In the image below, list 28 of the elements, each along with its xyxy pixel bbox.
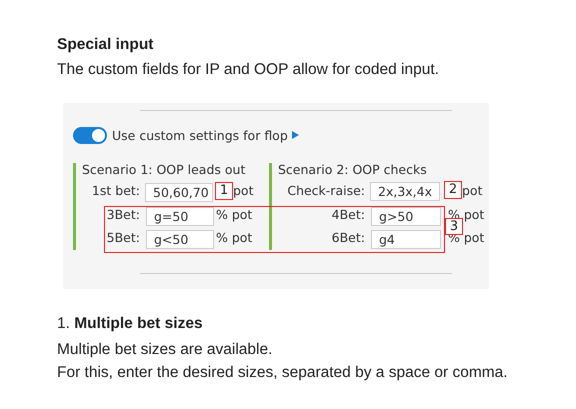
unit-text: pot xyxy=(233,184,254,198)
field-label: 5Bet: xyxy=(106,231,140,246)
callout-number: 3 xyxy=(445,218,463,235)
body-text: For this, enter the desired sizes, separated by a space or comma. xyxy=(57,364,508,382)
callout-number: 2 xyxy=(444,181,462,199)
unit-text: % pot xyxy=(216,208,252,222)
toggle-label: Use custom settings for flop xyxy=(112,129,288,144)
input-field: g4 xyxy=(371,230,441,249)
input-field: g=50 xyxy=(146,207,214,226)
unit-text: pot xyxy=(462,184,482,198)
unit-text: % pot xyxy=(216,231,252,246)
field-label: 3Bet: xyxy=(106,208,140,222)
section-heading: 1. Multiple bet sizes xyxy=(57,315,203,333)
section-heading: Scenario 1: OOP leads out xyxy=(82,163,246,178)
input-field: g>50 xyxy=(371,207,441,226)
highlight-frame xyxy=(104,206,445,253)
field-label: Check-raise: xyxy=(286,184,365,198)
field-label: 6Bet: xyxy=(330,231,365,246)
body-text: The custom fields for IP and OOP allow for coded input. xyxy=(57,61,439,79)
input-field: 2x,3x,4x xyxy=(370,182,440,201)
callout-number: 1 xyxy=(215,182,233,200)
heading: Special input xyxy=(57,36,154,54)
input-field: g<50 xyxy=(146,230,214,249)
field-label: 4Bet: xyxy=(330,208,365,222)
section-heading: Scenario 2: OOP checks xyxy=(278,163,427,178)
body-text: Multiple bet sizes are available. xyxy=(57,341,272,359)
field-label: 1st bet: xyxy=(90,184,140,198)
input-field: 50,60,70 xyxy=(145,183,213,202)
